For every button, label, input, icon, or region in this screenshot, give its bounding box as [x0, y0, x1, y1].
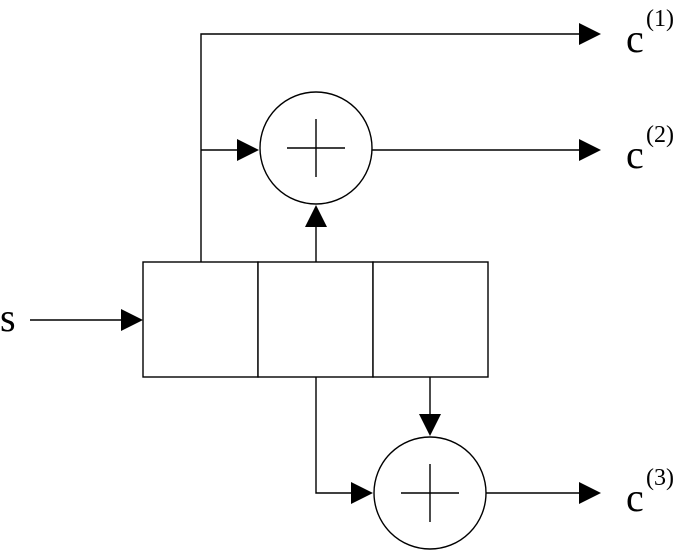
output-label-3: c (3)	[626, 465, 674, 520]
output-label-2: c (2)	[626, 122, 674, 177]
path-output-1	[200, 23, 601, 262]
arrow-head-icon	[351, 482, 373, 504]
arrow-head-icon	[579, 23, 601, 45]
path-cell3-to-adder-bottom	[419, 377, 441, 436]
adder-top	[259, 91, 373, 205]
arrow-head-icon	[419, 414, 441, 436]
output-label-1-base: c	[626, 16, 644, 61]
path-output-3	[486, 482, 601, 504]
output-label-1: c (1)	[626, 6, 674, 61]
arrow-head-icon	[579, 139, 601, 161]
adder-bottom	[373, 436, 487, 550]
shift-register	[142, 261, 489, 378]
arrow-head-icon	[305, 205, 327, 227]
output-label-3-base: c	[626, 475, 644, 520]
input-arrow	[30, 309, 143, 331]
register-cell-2	[257, 261, 374, 378]
output-label-3-sup: (3)	[646, 465, 674, 491]
register-cell-3	[372, 261, 489, 378]
arrow-head-icon	[121, 309, 143, 331]
path-cell2-to-adder-bottom	[315, 377, 373, 504]
output-label-1-sup: (1)	[646, 6, 674, 32]
register-cell-1	[142, 261, 259, 378]
path-cell2-to-adder-top	[305, 205, 327, 262]
path-cell1-to-adder-top	[201, 139, 259, 161]
output-label-2-sup: (2)	[646, 122, 674, 148]
arrow-head-icon	[237, 139, 259, 161]
input-label: s	[0, 295, 16, 340]
path-output-2	[372, 139, 601, 161]
output-label-2-base: c	[626, 132, 644, 177]
arrow-head-icon	[579, 482, 601, 504]
